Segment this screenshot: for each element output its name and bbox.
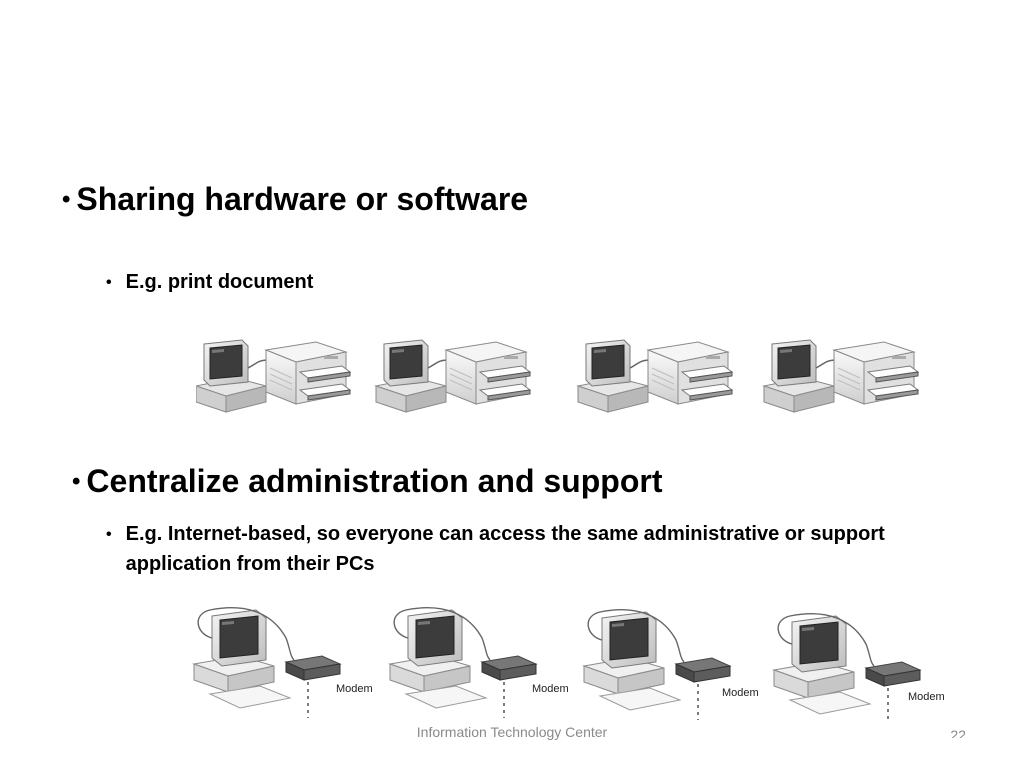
bullet-centralize-administration: • Centralize administration and support (72, 463, 663, 499)
modem-label: Modem (532, 683, 569, 695)
sub-bullet-text: E.g. Internet-based, so everyone can acc… (125, 523, 885, 575)
modem-label: Modem (908, 691, 945, 703)
sub-bullet-print-document: • E.g. print document (106, 267, 313, 297)
footer-text: Information Technology Center (416, 724, 608, 740)
bullet-sharing-hardware: • Sharing hardware or software (62, 181, 529, 217)
modem-illustration: Modem Modem Modem Modem (190, 606, 970, 720)
bullet-marker: • (106, 526, 112, 543)
shared-printer-illustration (196, 339, 919, 413)
bullet-marker: • (72, 468, 81, 495)
bullet-text: Sharing hardware or software (76, 181, 529, 217)
modem-label: Modem (336, 683, 373, 695)
bullet-text: Centralize administration and support (86, 463, 663, 499)
sub-bullet-text: E.g. print document (125, 271, 314, 293)
modem-label: Modem (722, 687, 759, 699)
bullet-marker: • (62, 186, 71, 213)
page-number: 22 (950, 727, 966, 738)
sub-bullet-internet-based: • E.g. Internet-based, so everyone can a… (106, 519, 966, 579)
bullet-marker: • (106, 274, 112, 291)
